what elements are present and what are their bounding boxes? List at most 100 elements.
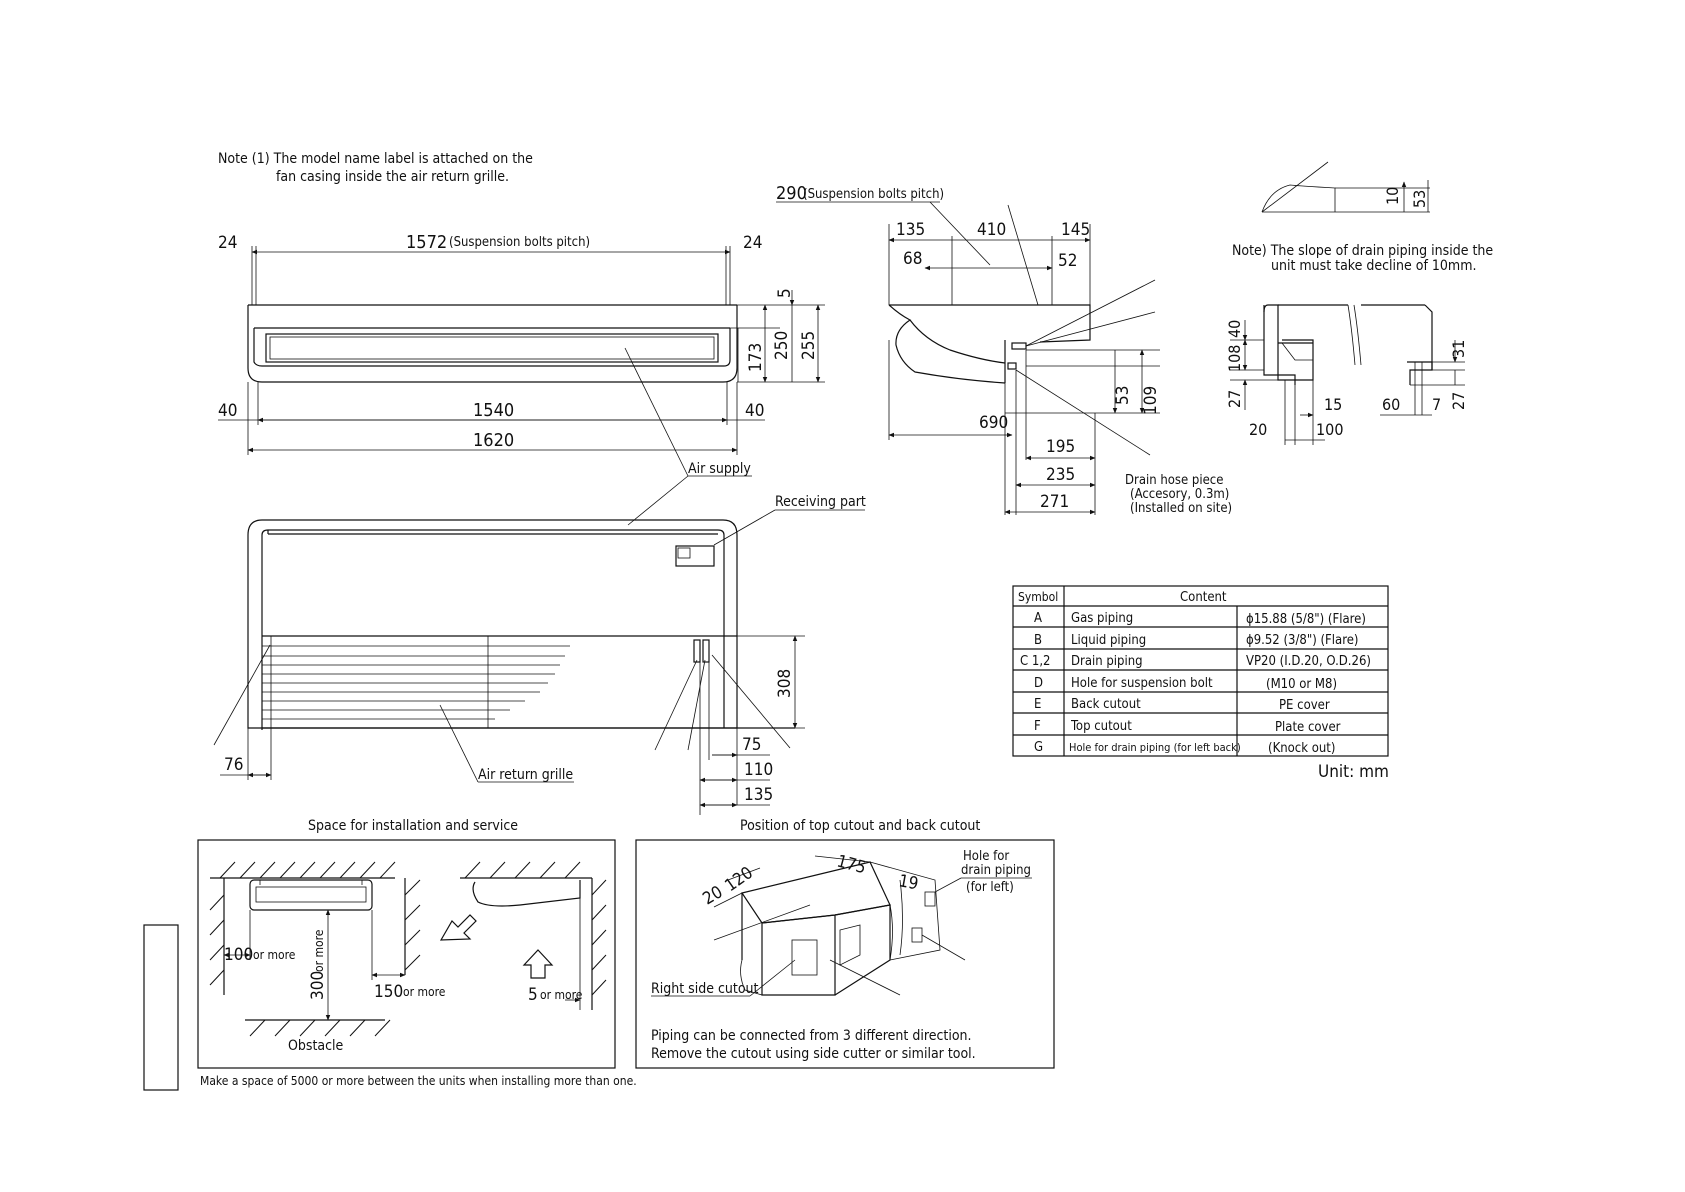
dim-20-drain: 20: [1249, 420, 1267, 439]
space-footnote: Make a space of 5000 or more between the…: [200, 1074, 637, 1088]
obstacle-label: Obstacle: [288, 1038, 344, 1054]
table-spec: ϕ9.52 (3/8") (Flare): [1246, 633, 1359, 648]
dim-1540: 1540: [473, 400, 514, 421]
table-spec: ϕ15.88 (5/8") (Flare): [1246, 612, 1366, 627]
or-more-label: or more: [312, 929, 326, 972]
piping-table: Symbol Content A Gas piping ϕ15.88 (5/8"…: [1012, 585, 1389, 782]
dim-255: 255: [799, 331, 819, 360]
hole-label-1: Hole for: [963, 849, 1009, 864]
table-symbol: B: [1034, 633, 1042, 648]
installation-space-box: Space for installation and service O: [197, 818, 637, 1088]
up-arrow-icon: [522, 949, 554, 979]
dim-27-right: 27: [1449, 392, 1468, 410]
dim-40-drain: 40: [1225, 320, 1244, 338]
table-content: Back cutout: [1071, 697, 1141, 712]
dim-1572: 1572: [406, 232, 447, 253]
table-content: Liquid piping: [1071, 633, 1146, 648]
table-symbol: F: [1034, 719, 1041, 734]
dim-40-left: 40: [218, 401, 237, 421]
drain-hose-label-3: (Installed on site): [1130, 501, 1232, 516]
dim-290: 290: [776, 183, 807, 204]
side-view: 290 (Suspension bolts pitch) 135 410 145…: [776, 183, 1232, 516]
direction-arrow-icon: [439, 914, 477, 941]
space-box-title: Space for installation and service: [308, 818, 518, 834]
note-model-label-line1: Note (1) The model name label is attache…: [218, 151, 533, 167]
dim-135: 135: [896, 220, 925, 240]
dim-7: 7: [1432, 395, 1441, 414]
dim-5-space: 5: [528, 985, 538, 1005]
table-content: Top cutout: [1070, 719, 1132, 734]
table-symbol: A: [1034, 611, 1042, 626]
receiving-part-label: Receiving part: [775, 494, 866, 510]
drain-hose-label-1: Drain hose piece: [1125, 473, 1223, 488]
dim-52: 52: [1058, 251, 1077, 271]
dim-110: 110: [744, 760, 773, 780]
dim-40-right: 40: [745, 401, 764, 421]
table-symbol: C 1,2: [1020, 654, 1050, 669]
bottom-view: Air supply Receiving part: [213, 461, 866, 815]
dim-100-drain: 100: [1316, 420, 1343, 439]
table-content: Gas piping: [1071, 611, 1133, 626]
drain-slope-detail: 10 53 Note) The slope of drain piping in…: [1225, 161, 1493, 445]
dim-15: 15: [1324, 395, 1342, 414]
dim-109: 109: [1141, 386, 1161, 415]
dim-175: 175: [835, 852, 868, 879]
pitch-note-front: (Suspension bolts pitch): [449, 235, 590, 250]
air-supply-label: Air supply: [688, 461, 751, 477]
cutout-note-1: Piping can be connected from 3 different…: [651, 1028, 972, 1044]
dim-300: 300: [308, 971, 328, 1000]
dim-250: 250: [772, 331, 792, 360]
note-slope-line2: unit must take decline of 10mm.: [1271, 258, 1476, 274]
table-content: Hole for suspension bolt: [1071, 676, 1213, 691]
table-symbol: D: [1034, 676, 1043, 691]
margin-box: [143, 924, 179, 1091]
dim-173: 173: [746, 343, 766, 372]
drain-hose-label-2: (Accesory, 0.3m): [1130, 487, 1229, 502]
dim-5: 5: [775, 288, 795, 298]
table-spec: Plate cover: [1275, 720, 1341, 735]
table-content: Hole for drain piping (for left back): [1069, 741, 1241, 754]
air-return-grille-label: Air return grille: [478, 767, 573, 783]
table-spec: (M10 or M8): [1266, 677, 1337, 692]
table-spec: PE cover: [1279, 698, 1330, 713]
dim-271: 271: [1040, 492, 1069, 512]
hole-label-2: drain piping: [961, 863, 1031, 878]
pitch-note-side: (Suspension bolts pitch): [803, 187, 944, 202]
dim-108: 108: [1225, 345, 1244, 372]
hole-label-3: (for left): [966, 880, 1014, 895]
dim-24-left: 24: [218, 233, 237, 253]
right-side-cutout-label: Right side cutout: [651, 981, 759, 997]
dim-1620: 1620: [473, 430, 514, 451]
table-content: Drain piping: [1071, 654, 1143, 669]
table-symbol: E: [1034, 697, 1041, 712]
dim-60: 60: [1382, 395, 1400, 414]
or-more-label: or more: [403, 985, 446, 999]
cutout-position-box: Position of top cutout and back cutout 2…: [635, 818, 1055, 1069]
dim-150: 150: [374, 982, 403, 1002]
table-symbol: G: [1034, 740, 1043, 755]
receiving-part: [675, 545, 715, 567]
or-more-label: or more: [540, 988, 583, 1002]
dim-31: 31: [1449, 340, 1468, 358]
note-model-label-line2: fan casing inside the air return grille.: [276, 169, 509, 185]
dim-195: 195: [1046, 437, 1075, 457]
dim-68: 68: [903, 249, 922, 269]
dim-100-space: 100: [224, 945, 253, 965]
table-head-symbol: Symbol: [1018, 590, 1058, 604]
dim-76: 76: [224, 755, 243, 775]
dim-308: 308: [775, 669, 795, 698]
cutout-note-2: Remove the cutout using side cutter or s…: [651, 1046, 976, 1062]
dim-24-right: 24: [743, 233, 762, 253]
dim-75: 75: [742, 735, 761, 755]
dim-410: 410: [977, 220, 1006, 240]
dim-235: 235: [1046, 465, 1075, 485]
unit-label: Unit: mm: [1318, 762, 1389, 782]
dim-135-bottom: 135: [744, 785, 773, 805]
or-more-label: or more: [253, 948, 296, 962]
cutout-box-title: Position of top cutout and back cutout: [740, 818, 980, 834]
dim-53-drain: 53: [1410, 190, 1429, 208]
note-slope-line1: Note) The slope of drain piping inside t…: [1232, 243, 1493, 259]
dim-10: 10: [1383, 187, 1402, 205]
dim-20-cutout: 20: [700, 882, 727, 909]
